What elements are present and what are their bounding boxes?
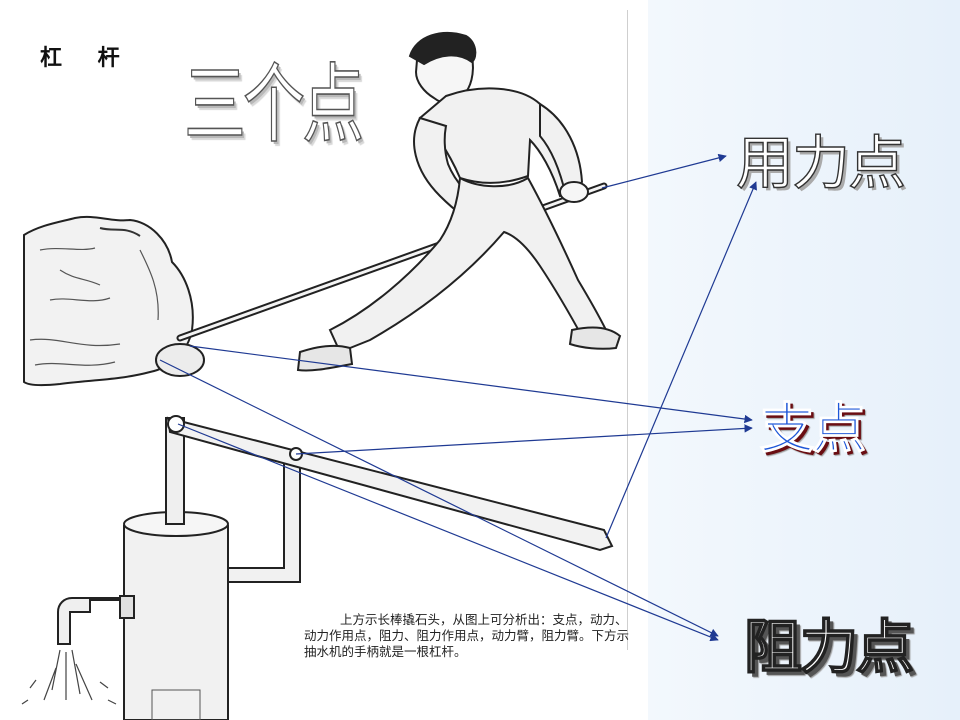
arrow-load-pump xyxy=(177,423,719,642)
heading-three-points: 三个点 xyxy=(183,54,364,156)
label-effort-point: 用力点 xyxy=(735,128,906,197)
rock xyxy=(23,215,194,387)
gradient-panel xyxy=(648,0,960,720)
arrow-load-bar xyxy=(159,359,719,637)
arrow-effort-pump xyxy=(605,181,757,539)
annotation-arrows xyxy=(159,153,757,642)
fulcrum-stone xyxy=(155,343,205,377)
label-fulcrum: 支点 xyxy=(760,397,867,461)
description-text: 上方示长棒撬石头，从图上可分析出：支点，动力、动力作用点，阻力、阻力作用点，动力… xyxy=(304,612,630,659)
water-splash xyxy=(21,649,117,705)
label-load-point: 阻力点 xyxy=(743,612,915,682)
arrow-fulcrum-bar xyxy=(189,345,753,424)
panel-seam xyxy=(627,10,628,650)
arrow-effort-bar xyxy=(601,153,727,189)
worker-figure xyxy=(296,31,622,372)
arrow-fulcrum-pump xyxy=(295,424,753,455)
caption-title: 杠 杆 xyxy=(40,45,134,71)
water-pump xyxy=(57,415,614,720)
